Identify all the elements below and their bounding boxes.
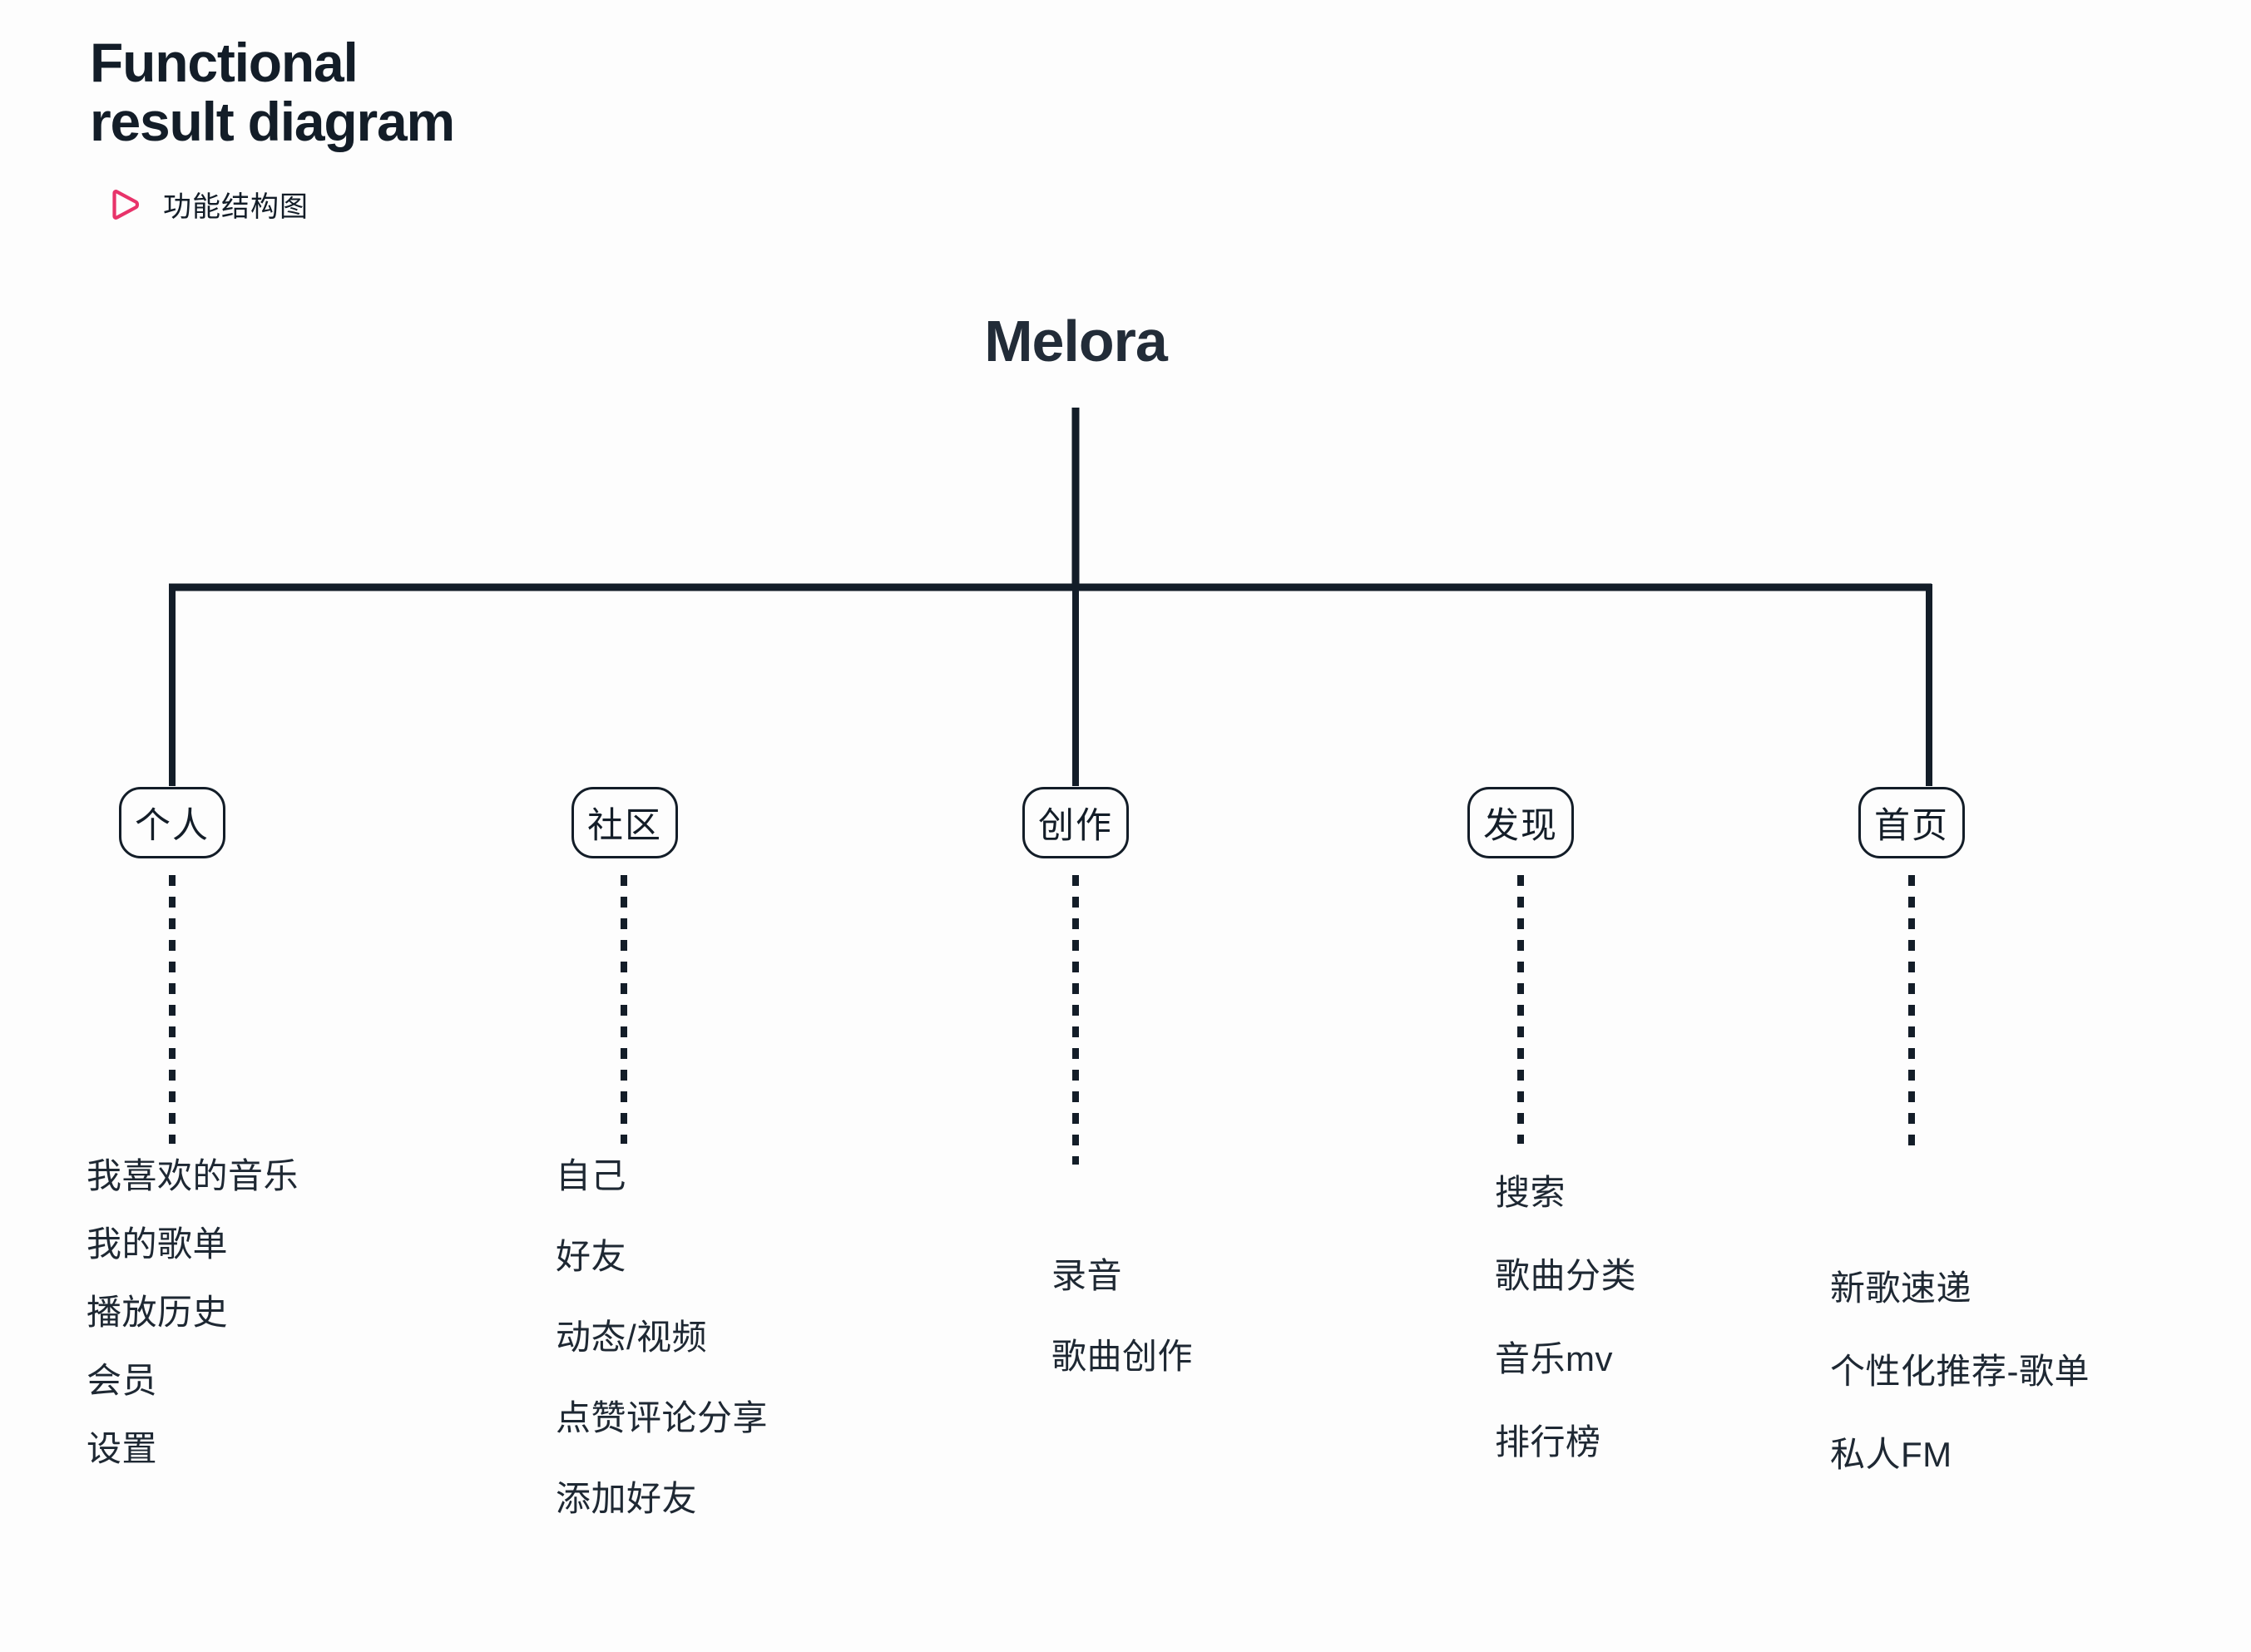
leaf-item[interactable]: 自己 bbox=[556, 1156, 627, 1195]
leaf-item[interactable]: 动态/视频 bbox=[556, 1318, 708, 1357]
subtitle-row: 功能结构图 bbox=[105, 184, 454, 225]
leaf-item[interactable]: 设置 bbox=[87, 1429, 158, 1468]
root-node-label: Melora bbox=[0, 308, 2251, 374]
leaf-item[interactable]: 歌曲创作 bbox=[1051, 1337, 1194, 1376]
node-community[interactable]: 社区 bbox=[571, 787, 678, 858]
header: Functional result diagram 功能结构图 bbox=[90, 32, 455, 225]
node-community-label: 社区 bbox=[587, 806, 662, 846]
leaf-item[interactable]: 个性化推荐-歌单 bbox=[1830, 1352, 2090, 1391]
node-discover-label: 发现 bbox=[1483, 806, 1558, 846]
play-triangle-outline-icon bbox=[105, 184, 146, 225]
leaf-item[interactable]: 添加好友 bbox=[556, 1479, 698, 1518]
subtitle-text: 功能结构图 bbox=[163, 191, 309, 224]
node-home[interactable]: 首页 bbox=[1858, 787, 1965, 858]
page-title: Functional result diagram bbox=[90, 32, 455, 153]
leaf-item[interactable]: 点赞评论分享 bbox=[556, 1398, 769, 1437]
leaf-column-create: 录音 歌曲创作 bbox=[1051, 1259, 1193, 1374]
node-create[interactable]: 创作 bbox=[1022, 787, 1129, 858]
node-personal[interactable]: 个人 bbox=[119, 787, 225, 858]
leaf-item[interactable]: 好友 bbox=[556, 1237, 627, 1276]
node-home-label: 首页 bbox=[1874, 806, 1949, 846]
root-node-text: Melora bbox=[984, 309, 1168, 373]
leaf-item[interactable]: 我喜欢的音乐 bbox=[87, 1156, 299, 1195]
leaf-item[interactable]: 音乐mv bbox=[1495, 1339, 1613, 1378]
leaf-column-community: 自己 好友 动态/视频 点赞评论分享 添加好友 bbox=[556, 1159, 768, 1516]
leaf-item[interactable]: 播放历史 bbox=[87, 1293, 229, 1332]
node-create-label: 创作 bbox=[1038, 806, 1113, 846]
leaf-item[interactable]: 会员 bbox=[87, 1361, 158, 1400]
node-discover[interactable]: 发现 bbox=[1467, 787, 1574, 858]
leaf-column-personal: 我喜欢的音乐 我的歌单 播放历史 会员 设置 bbox=[87, 1159, 299, 1467]
node-personal-label: 个人 bbox=[135, 806, 210, 846]
leaf-item[interactable]: 歌曲分类 bbox=[1495, 1256, 1637, 1295]
leaf-item[interactable]: 我的歌单 bbox=[87, 1224, 229, 1264]
leaf-column-discover: 搜索 歌曲分类 音乐mv 排行榜 bbox=[1495, 1175, 1636, 1460]
leaf-item[interactable]: 搜索 bbox=[1495, 1173, 1566, 1212]
leaf-column-home: 新歌速递 个性化推荐-歌单 私人FM bbox=[1830, 1271, 2090, 1472]
leaf-item[interactable]: 录音 bbox=[1051, 1256, 1123, 1295]
leaf-item[interactable]: 私人FM bbox=[1830, 1435, 1952, 1474]
leaf-item[interactable]: 排行榜 bbox=[1495, 1422, 1601, 1462]
leaf-item[interactable]: 新歌速递 bbox=[1830, 1269, 1972, 1308]
